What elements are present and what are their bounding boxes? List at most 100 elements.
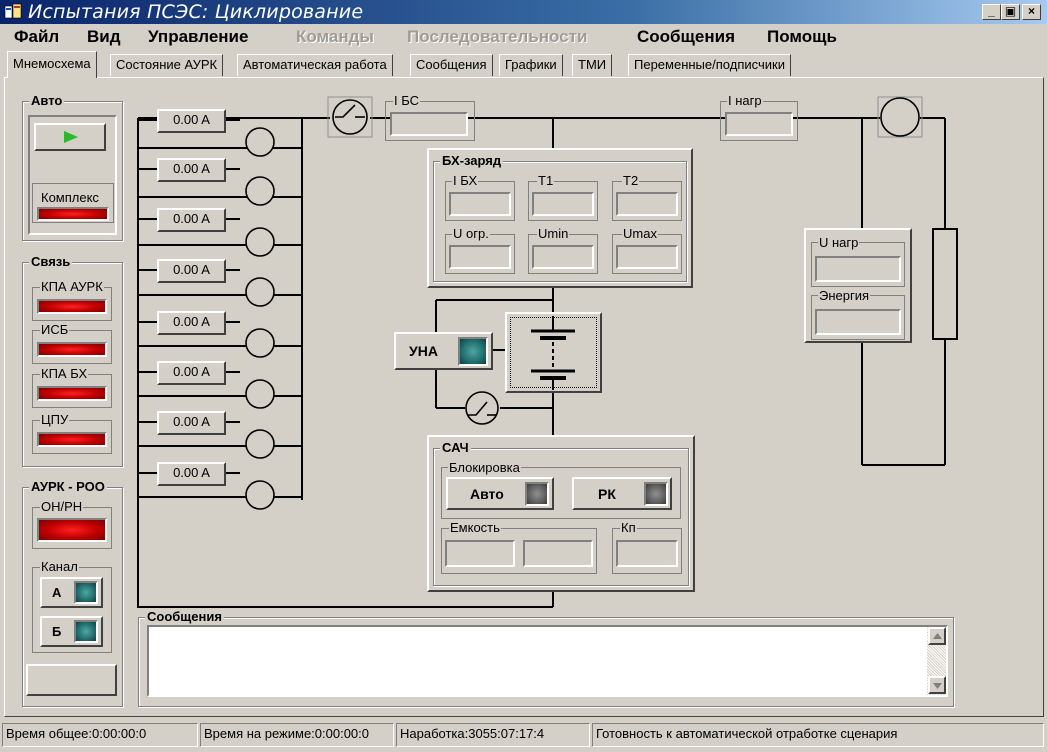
- sach-rk-button[interactable]: РК: [572, 477, 672, 510]
- load-meter-icon[interactable]: [877, 96, 923, 138]
- i-load-label: I нагр: [727, 93, 763, 108]
- link-cpu-label: ЦПУ: [40, 412, 70, 427]
- channel-a-button[interactable]: А: [40, 577, 103, 608]
- menu-help[interactable]: Помощь: [767, 27, 837, 46]
- menu-file[interactable]: Файл: [14, 27, 60, 46]
- branch-current-4: 0.00 A: [157, 259, 226, 283]
- status-ready: Готовность к автоматической отработке сц…: [592, 723, 1044, 747]
- branch-current-2: 0.00 A: [157, 158, 226, 182]
- menu-control[interactable]: Управление: [148, 27, 249, 46]
- bh-charge-title: БХ-заряд: [440, 153, 504, 168]
- tab-panel: [4, 77, 1044, 717]
- link-isb-led: [37, 342, 107, 357]
- status-runtime: Наработка:3055:07:17:4: [396, 723, 590, 747]
- close-button[interactable]: ×: [1022, 4, 1041, 20]
- link-group-title: Связь: [29, 254, 73, 269]
- link-group: Связь: [22, 255, 123, 467]
- auto-group: Авто: [22, 94, 123, 241]
- branch-generator-icon[interactable]: [245, 277, 275, 307]
- branch-generator-icon[interactable]: [245, 379, 275, 409]
- menu-view[interactable]: Вид: [87, 27, 121, 46]
- sach-group: САЧ: [433, 441, 689, 586]
- complex-label: Комплекс: [40, 190, 100, 205]
- branch-generator-icon[interactable]: [245, 429, 275, 459]
- i-bs-label: I БС: [393, 93, 420, 108]
- app-icon: [4, 3, 22, 19]
- u-limit-value: [449, 245, 511, 269]
- i-load-value: [725, 112, 793, 136]
- play-icon: [64, 131, 78, 143]
- capacity-value-1: [445, 540, 515, 567]
- scroll-up-button[interactable]: [928, 627, 946, 645]
- status-total-time: Время общее:0:00:00:0: [2, 723, 198, 747]
- branch-current-1: 0.00 A: [157, 109, 226, 133]
- umin-label: Umin: [537, 226, 570, 241]
- menu-messages[interactable]: Сообщения: [637, 27, 735, 46]
- energy-value: [815, 309, 901, 335]
- tab-aurk-state[interactable]: Состояние АУРК: [110, 54, 224, 76]
- branch-generator-icon[interactable]: [245, 328, 275, 358]
- i-bs-frame: [385, 101, 475, 141]
- tab-messages[interactable]: Сообщения: [410, 54, 493, 76]
- battery-panel[interactable]: [505, 312, 602, 393]
- una-switch-icon[interactable]: [462, 390, 502, 426]
- link-item-frame: [32, 420, 112, 454]
- tab-tmi[interactable]: ТМИ: [572, 54, 613, 76]
- una-button[interactable]: УНА: [394, 332, 493, 370]
- link-kpa-aurk-label: КПА АУРК: [40, 279, 104, 294]
- menu-sequences[interactable]: Последовательности: [407, 27, 588, 46]
- umax-value: [616, 245, 678, 269]
- kp-value: [616, 540, 678, 567]
- i-bh-value: [449, 192, 511, 216]
- bh-charge-group: БХ-заряд: [433, 154, 687, 282]
- link-kpa-aurk-led: [37, 299, 107, 314]
- load-resistor-icon: [932, 228, 958, 340]
- t2-label: T2: [622, 173, 640, 188]
- channel-b-button[interactable]: Б: [40, 616, 103, 647]
- maximize-button[interactable]: ▣: [1001, 4, 1020, 20]
- t2-value: [616, 192, 678, 216]
- scroll-down-button[interactable]: [928, 676, 946, 694]
- sach-auto-led: [525, 482, 549, 506]
- start-button[interactable]: [34, 123, 106, 151]
- minimize-button[interactable]: _: [982, 4, 1001, 20]
- bh-field-frame: [612, 181, 682, 221]
- tab-variables[interactable]: Переменные/подписчики: [628, 54, 791, 76]
- capacity-frame: [441, 528, 597, 574]
- onrn-led: [37, 518, 107, 542]
- umin-value: [532, 245, 594, 269]
- sach-title: САЧ: [440, 440, 471, 455]
- messages-list[interactable]: [147, 625, 948, 697]
- auto-group-title: Авто: [29, 93, 65, 108]
- channel-b-label: Б: [52, 624, 62, 639]
- branch-generator-icon[interactable]: [245, 176, 275, 206]
- branch-generator-icon[interactable]: [245, 127, 275, 157]
- tab-mnemoscheme[interactable]: Мнемосхема: [7, 51, 97, 78]
- block-label: Блокировка: [448, 460, 521, 475]
- sach-auto-label: Авто: [470, 486, 504, 502]
- sach-auto-button[interactable]: Авто: [446, 477, 554, 510]
- t1-label: T1: [537, 173, 555, 188]
- aurk-action-button[interactable]: [26, 664, 117, 696]
- tab-auto-work[interactable]: Автоматическая работа: [237, 54, 393, 76]
- branch-current-7: 0.00 A: [157, 411, 226, 435]
- arrow-up-icon: [933, 633, 942, 639]
- branch-current-5: 0.00 A: [157, 311, 226, 335]
- u-load-label: U нагр: [818, 235, 860, 250]
- tab-charts[interactable]: Графики: [499, 54, 563, 76]
- branch-generator-icon[interactable]: [245, 227, 275, 257]
- link-cpu-led: [37, 432, 107, 447]
- link-kpa-bh-label: КПА БХ: [40, 366, 89, 381]
- channel-b-led: [74, 620, 98, 643]
- block-frame: [441, 467, 681, 519]
- branch-generator-icon[interactable]: [245, 480, 275, 510]
- u-load-value: [815, 256, 901, 282]
- link-kpa-bh-led: [37, 386, 107, 401]
- menu-commands[interactable]: Команды: [296, 27, 374, 46]
- branch-current-6: 0.00 A: [157, 361, 226, 385]
- title-bar[interactable]: Испытания ПСЭС: Циклирование _ ▣ ×: [0, 0, 1047, 24]
- bs-switch-icon[interactable]: [327, 96, 373, 138]
- sach-rk-label: РК: [598, 486, 616, 502]
- messages-group: Сообщения: [138, 610, 954, 707]
